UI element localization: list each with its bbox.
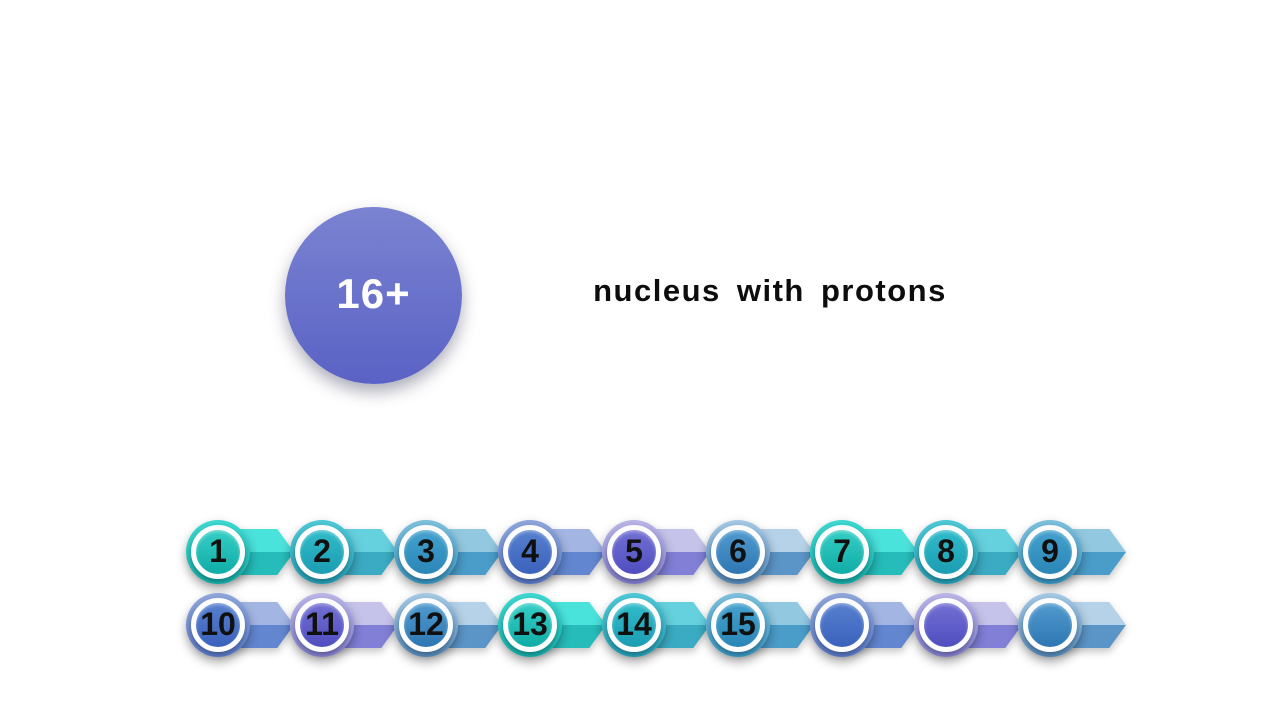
proton-circle: 11 — [295, 598, 349, 652]
proton-item: 6 — [686, 497, 814, 607]
proton-number: 11 — [305, 606, 339, 642]
proton-circle: 8 — [919, 525, 973, 579]
proton-circle: 7 — [815, 525, 869, 579]
proton-circle — [919, 598, 973, 652]
proton-item: 7 — [790, 497, 918, 607]
proton-number: 15 — [720, 606, 756, 642]
proton-number: 13 — [512, 606, 548, 642]
proton-item: 13 — [478, 570, 606, 680]
proton-circle: 4 — [503, 525, 557, 579]
proton-item: 8 — [894, 497, 1022, 607]
proton-item: 2 — [270, 497, 398, 607]
proton-number: 1 — [209, 533, 227, 569]
proton-circle: 9 — [1023, 525, 1077, 579]
proton-circle — [1023, 598, 1077, 652]
proton-number: 7 — [833, 533, 851, 569]
proton-circle: 14 — [607, 598, 661, 652]
proton-number: 14 — [616, 606, 652, 642]
proton-circle: 15 — [711, 598, 765, 652]
proton-number: 9 — [1041, 533, 1059, 569]
proton-item: 1 — [166, 497, 294, 607]
proton-circle — [815, 598, 869, 652]
proton-number: 10 — [200, 606, 236, 642]
proton-item — [998, 570, 1126, 680]
proton-circle: 10 — [191, 598, 245, 652]
proton-number: 3 — [417, 533, 435, 569]
proton-item: 9 — [998, 497, 1126, 607]
proton-circle: 2 — [295, 525, 349, 579]
proton-number: 6 — [729, 533, 747, 569]
proton-number: 8 — [937, 533, 955, 569]
proton-item: 11 — [270, 570, 398, 680]
proton-number: 12 — [408, 606, 444, 642]
nucleus-caption: nucleus with protons — [593, 273, 947, 308]
proton-circle: 5 — [607, 525, 661, 579]
proton-item: 4 — [478, 497, 606, 607]
proton-circle: 6 — [711, 525, 765, 579]
proton-item: 12 — [374, 570, 502, 680]
nucleus-label: 16+ — [336, 269, 411, 317]
proton-circle: 1 — [191, 525, 245, 579]
proton-item — [894, 570, 1022, 680]
proton-circle: 13 — [503, 598, 557, 652]
proton-item: 15 — [686, 570, 814, 680]
proton-item: 10 — [166, 570, 294, 680]
proton-item: 5 — [582, 497, 710, 607]
proton-item — [790, 570, 918, 680]
nucleus-circle: 16+ — [285, 207, 462, 384]
proton-item: 3 — [374, 497, 502, 607]
proton-circle: 12 — [399, 598, 453, 652]
proton-circle: 3 — [399, 525, 453, 579]
proton-number: 4 — [521, 533, 539, 569]
proton-item: 14 — [582, 570, 710, 680]
proton-number: 5 — [625, 533, 643, 569]
proton-number: 2 — [313, 533, 331, 569]
